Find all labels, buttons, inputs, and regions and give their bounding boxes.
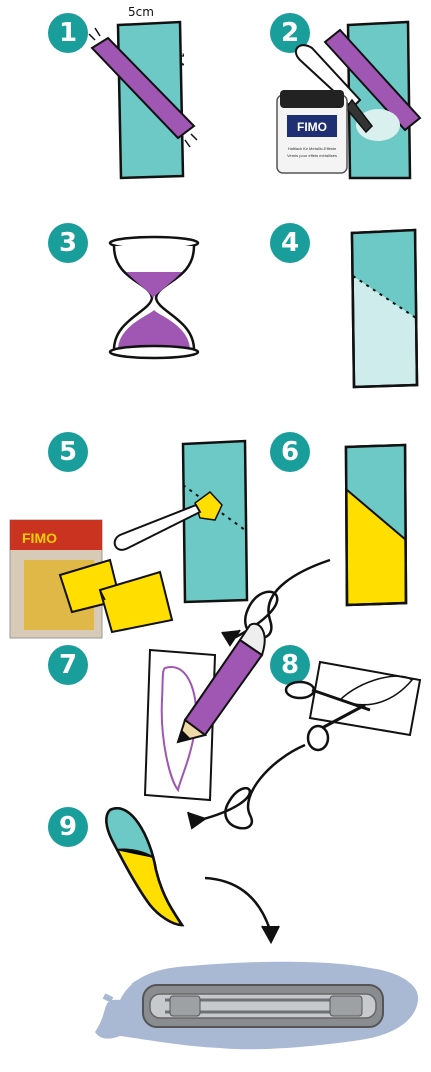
- curly-arrow-2-head: [188, 812, 206, 828]
- step-6-gilded-strip: [346, 445, 406, 605]
- curved-arrow-3-head: [262, 926, 279, 942]
- varnish-jar: FIMO Haftlack für Metallic-Effekte Verni…: [277, 90, 347, 173]
- jar-brand-label: FIMO: [297, 120, 327, 134]
- jar-text-line-2: Vernis pour effets métallisés: [287, 153, 337, 158]
- final-hair-clip-photo: [95, 962, 418, 1050]
- step-7-tracing: [145, 624, 265, 800]
- step-4-dotted-strip: [352, 230, 417, 387]
- curly-arrow-2: [200, 745, 305, 828]
- step-3-hourglass: [110, 237, 198, 358]
- curved-arrow-3: [205, 878, 270, 930]
- jar-text-line-1: Haftlack für Metallic-Effekte: [288, 146, 337, 151]
- step-5-metal-leaf: FIMO: [10, 441, 247, 638]
- pack-brand-label: FIMO: [22, 530, 57, 546]
- step-8-cutting: [286, 662, 420, 750]
- step-9-feather: [106, 808, 182, 925]
- step-2-varnish-application: FIMO Haftlack für Metallic-Effekte Verni…: [277, 22, 420, 178]
- step-1-strip-with-tape: [89, 22, 197, 178]
